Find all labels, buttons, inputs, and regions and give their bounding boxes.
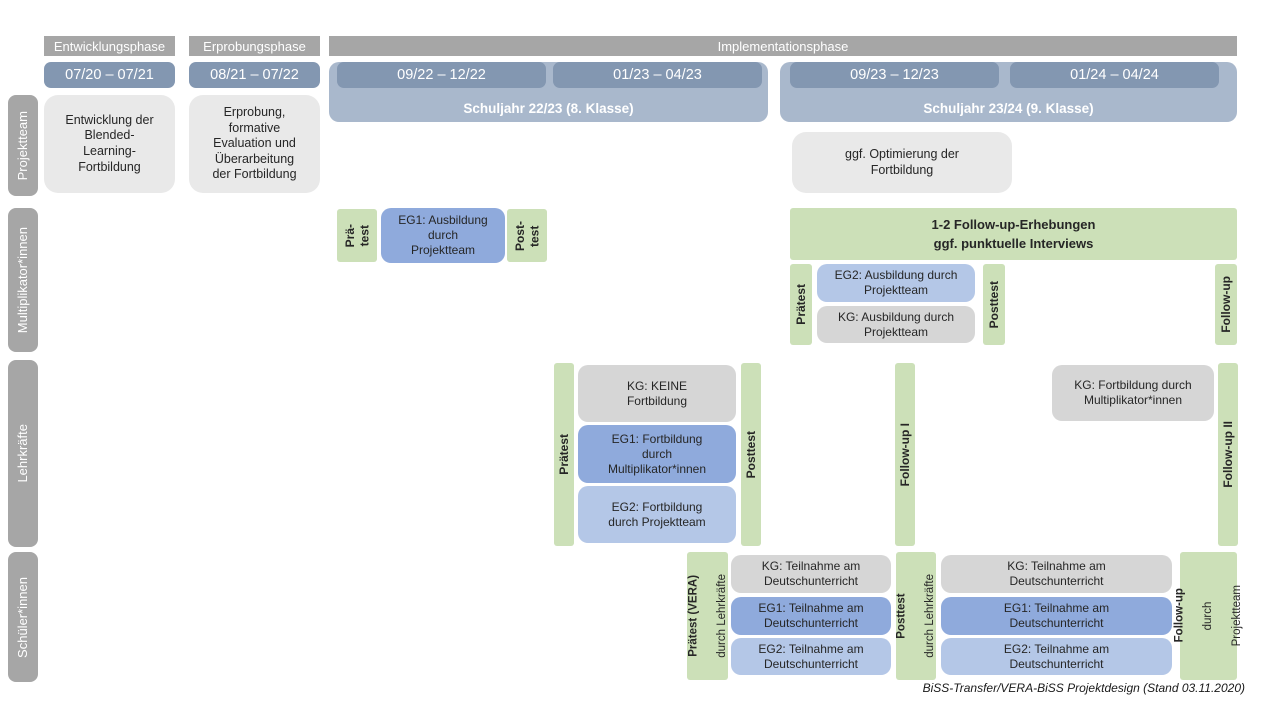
date-bar-0922-1222: 09/22 – 12/22 <box>337 62 546 88</box>
followup-label: Follow-up <box>1173 588 1186 644</box>
box-eg1-ausbildung-projektteam: EG1: Ausbildung durch Projektteam <box>381 208 505 263</box>
date-bar-0123-0423: 01/23 – 04/23 <box>553 62 762 88</box>
date-bar-0923-1223: 09/23 – 12/23 <box>790 62 999 88</box>
praetest-bar-multiplikatoren-1-text: Prä- test <box>342 223 371 248</box>
row-label-schuelerinnen: Schüler*innen <box>8 552 38 682</box>
row-label-multiplikatorinnen-text: Multiplikator*innen <box>15 226 31 334</box>
posttest-bar-multiplikatoren-2-text: Posttest <box>986 280 1001 329</box>
box-optimierung-fortbildung: ggf. Optimierung der Fortbildung <box>792 132 1012 193</box>
phase-header-entwicklungsphase: Entwicklungsphase <box>44 36 175 56</box>
posttest-bar-multiplikatoren-2: Posttest <box>983 264 1005 345</box>
posttest-bar-schueler: Posttest durch Lehrkräfte <box>895 552 937 680</box>
date-bar-0124-0424: 01/24 – 04/24 <box>1010 62 1219 88</box>
row-label-projektteam: Projektteam <box>8 95 38 196</box>
box-erprobung-evaluation: Erprobung, formative Evaluation und Über… <box>189 95 320 193</box>
posttest-durch-lehrkraefte-label: durch Lehrkräfte <box>924 574 937 658</box>
praetest-bar-lehrkraefte: Prätest <box>554 363 574 546</box>
box-eg2-teilnahme-deutschunterricht-2: EG2: Teilnahme am Deutschunterricht <box>941 638 1172 675</box>
box-kg-fortbildung-multiplikatoren: KG: Fortbildung durch Multiplikator*inne… <box>1052 365 1214 421</box>
followup2-bar-lehrkraefte-text: Follow-up II <box>1220 421 1235 488</box>
box-eg2-ausbildung-projektteam: EG2: Ausbildung durch Projektteam <box>817 264 975 302</box>
followup-durch-label: durch <box>1202 601 1215 631</box>
posttest-bar-multiplikatoren-1-text: Post- test <box>512 220 541 251</box>
box-eg1-fortbildung-multiplikatoren: EG1: Fortbildung durch Multiplikator*inn… <box>578 425 736 483</box>
followup-projektteam-label: Projektteam <box>1231 585 1244 647</box>
box-kg-teilnahme-deutschunterricht-1: KG: Teilnahme am Deutschunterricht <box>731 555 891 593</box>
row-label-schuelerinnen-text: Schüler*innen <box>15 576 31 658</box>
phase-header-erprobungsphase: Erprobungsphase <box>189 36 320 56</box>
followup2-bar-lehrkraefte: Follow-up II <box>1218 363 1238 546</box>
praetest-durch-lehrkraefte-label: durch Lehrkräfte <box>715 574 728 658</box>
followup1-bar-lehrkraefte: Follow-up I <box>895 363 915 546</box>
posttest-bar-multiplikatoren-1: Post- test <box>507 209 547 262</box>
praetest-bar-multiplikatoren-2: Prätest <box>790 264 812 345</box>
posttest-bar-lehrkraefte-text: Posttest <box>743 430 758 479</box>
posttest-bar-lehrkraefte: Posttest <box>741 363 761 546</box>
followup-bar-multiplikatoren: Follow-up <box>1215 264 1237 345</box>
phase-header-implementationsphase: Implementationsphase <box>329 36 1237 56</box>
box-kg-teilnahme-deutschunterricht-2: KG: Teilnahme am Deutschunterricht <box>941 555 1172 593</box>
praetest-bar-multiplikatoren-2-text: Prätest <box>793 284 808 325</box>
date-bar-0821-0722: 08/21 – 07/22 <box>189 62 320 88</box>
praetest-vera-bar-schueler: Prätest (VERA) durch Lehrkräfte <box>687 552 728 680</box>
diagram-caption: BiSS-Transfer/VERA-BiSS Projektdesign (S… <box>922 681 1245 695</box>
box-eg2-teilnahme-deutschunterricht-1: EG2: Teilnahme am Deutschunterricht <box>731 638 891 675</box>
box-eg2-fortbildung-projektteam: EG2: Fortbildung durch Projektteam <box>578 486 736 543</box>
followup1-bar-lehrkraefte-text: Follow-up I <box>897 422 912 487</box>
row-label-projektteam-text: Projektteam <box>15 110 31 181</box>
praetest-bar-multiplikatoren-1: Prä- test <box>337 209 377 262</box>
box-kg-ausbildung-projektteam: KG: Ausbildung durch Projektteam <box>817 306 975 343</box>
box-kg-keine-fortbildung: KG: KEINE Fortbildung <box>578 365 736 422</box>
followup-bar-multiplikatoren-text: Follow-up <box>1218 276 1233 333</box>
row-label-lehrkraefte-text: Lehrkräfte <box>15 424 31 483</box>
box-followup-erhebungen: 1-2 Follow-up-Erhebungen ggf. punktuelle… <box>790 208 1237 260</box>
box-entwicklung-fortbildung: Entwicklung der Blended- Learning- Fortb… <box>44 95 175 193</box>
row-label-multiplikatorinnen: Multiplikator*innen <box>8 208 38 352</box>
posttest-label: Posttest <box>895 593 908 639</box>
row-label-lehrkraefte: Lehrkräfte <box>8 360 38 547</box>
praetest-bar-lehrkraefte-text: Prätest <box>556 434 571 475</box>
followup-bar-schueler: Follow-up durch Projektteam <box>1174 552 1243 680</box>
praetest-vera-label: Prätest (VERA) <box>686 575 699 657</box>
box-eg1-teilnahme-deutschunterricht-2: EG1: Teilnahme am Deutschunterricht <box>941 597 1172 635</box>
followup-bar-schueler-text: Follow-up durch Projektteam <box>1158 585 1259 646</box>
date-bar-0720-0721: 07/20 – 07/21 <box>44 62 175 88</box>
box-eg1-teilnahme-deutschunterricht-1: EG1: Teilnahme am Deutschunterricht <box>731 597 891 635</box>
